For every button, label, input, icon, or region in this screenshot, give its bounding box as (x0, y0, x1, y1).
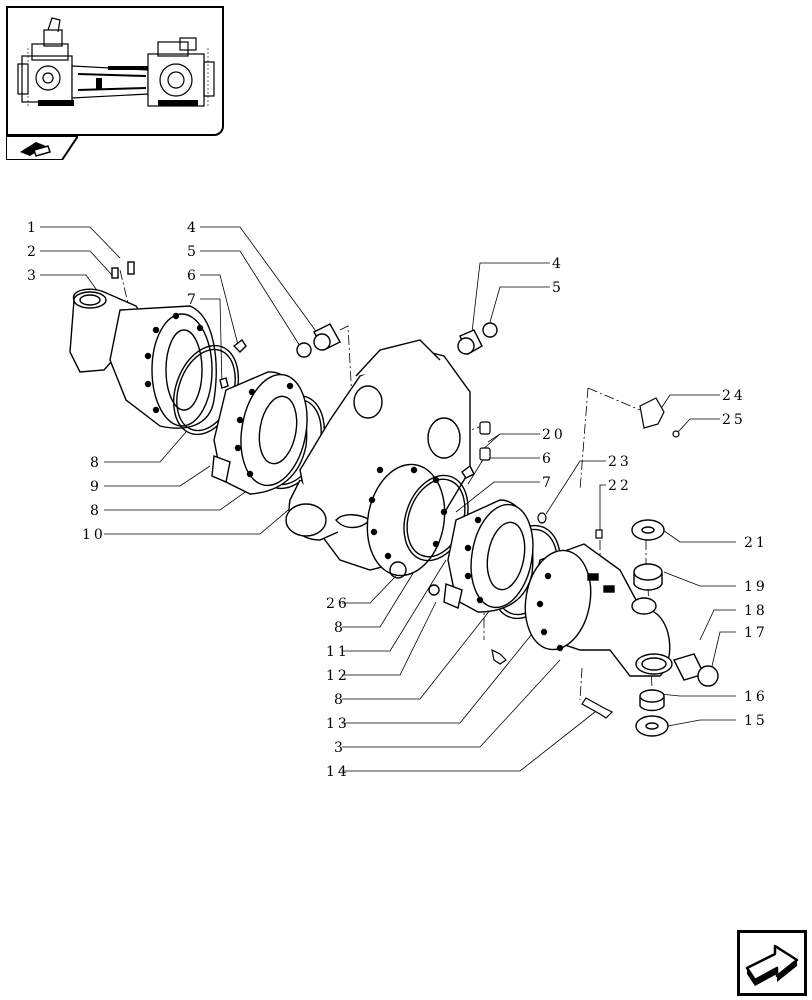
callout-7-left: 7 (187, 292, 199, 308)
callout-17: 17 (744, 625, 768, 641)
callout-24: 24 (722, 388, 746, 404)
callout-11: 11 (326, 644, 350, 660)
callout-20: 20 (542, 427, 566, 443)
callout-6-left: 6 (187, 268, 199, 284)
callout-21: 21 (744, 535, 768, 551)
callout-12: 12 (326, 668, 350, 684)
callout-25: 25 (722, 412, 746, 428)
o-ring-26 (389, 561, 407, 579)
leader-lines (40, 226, 736, 772)
right-steering-knuckle (524, 543, 673, 677)
right-bearing-carrier (428, 464, 534, 613)
callout-3-left: 3 (27, 268, 39, 284)
callout-16: 16 (744, 689, 768, 705)
callout-4-left: 4 (187, 220, 199, 236)
pin-23 (537, 512, 547, 524)
axle-overview-thumbnail-icon (17, 17, 215, 108)
left-bearing-carrier (211, 338, 308, 495)
bracket-24 (639, 397, 680, 438)
callout-18: 18 (744, 603, 768, 619)
bushing-pair-right (457, 322, 498, 355)
king-pin-parts (631, 519, 719, 737)
bolts-20 (479, 421, 491, 461)
callout-10: 10 (82, 527, 106, 543)
callout-5-right: 5 (552, 280, 564, 296)
callout-8-d: 8 (334, 692, 346, 708)
pin-22 (595, 529, 603, 539)
callout-2: 2 (27, 244, 39, 260)
callout-26: 26 (326, 596, 350, 612)
callout-8-c: 8 (334, 620, 346, 636)
callout-13: 13 (326, 716, 350, 732)
callout-3-right: 3 (334, 740, 346, 756)
bolt-14 (581, 697, 614, 719)
callout-8-b: 8 (90, 503, 102, 519)
next-page-arrow-icon[interactable] (737, 930, 807, 996)
callout-14: 14 (326, 764, 350, 780)
bolt-13 (491, 648, 507, 665)
callout-labels: 1 2 3 4 5 6 7 8 9 8 10 4 5 24 25 20 6 7 … (27, 220, 768, 780)
callout-8-a: 8 (90, 455, 102, 471)
callout-1: 1 (27, 220, 39, 236)
left-steering-knuckle (69, 261, 217, 429)
callout-6-right: 6 (542, 451, 554, 467)
callout-22: 22 (608, 478, 632, 494)
callout-5-left: 5 (187, 244, 199, 260)
bushing-pair-left (296, 323, 341, 358)
callout-9: 9 (90, 479, 102, 495)
callout-4-right: 4 (552, 256, 564, 272)
overview-thumbnail[interactable] (6, 6, 224, 136)
callout-15: 15 (744, 713, 768, 729)
book-tab-icon[interactable] (6, 136, 78, 160)
axle-housing (285, 339, 471, 577)
callout-19: 19 (744, 579, 768, 595)
callout-7-right: 7 (542, 475, 554, 491)
callout-23: 23 (608, 454, 632, 470)
